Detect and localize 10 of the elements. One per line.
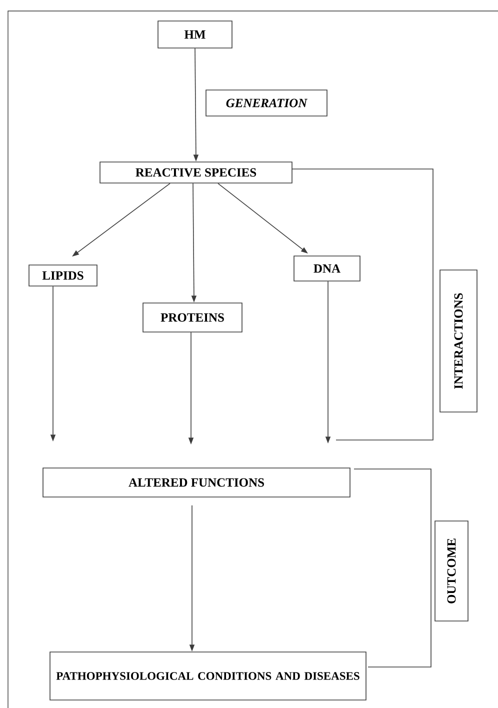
process-box: PATHOPHYSIOLOGICAL CONDITIONS AND DISEASES	[50, 652, 366, 700]
step-label-box: INTERACTIONS	[440, 270, 478, 412]
process-box: LIPIDS	[28, 264, 98, 286]
process-box: REACTIVE SPECIES	[100, 162, 292, 184]
process-box: PROTEINS	[142, 302, 242, 332]
process-box: DNA	[294, 256, 360, 282]
step-label-box: GENERATION	[206, 90, 328, 116]
process-box: HM	[158, 20, 232, 48]
process-box: ALTERED FUNCTIONS	[42, 468, 350, 498]
step-label-box: OUTCOME	[434, 520, 468, 622]
